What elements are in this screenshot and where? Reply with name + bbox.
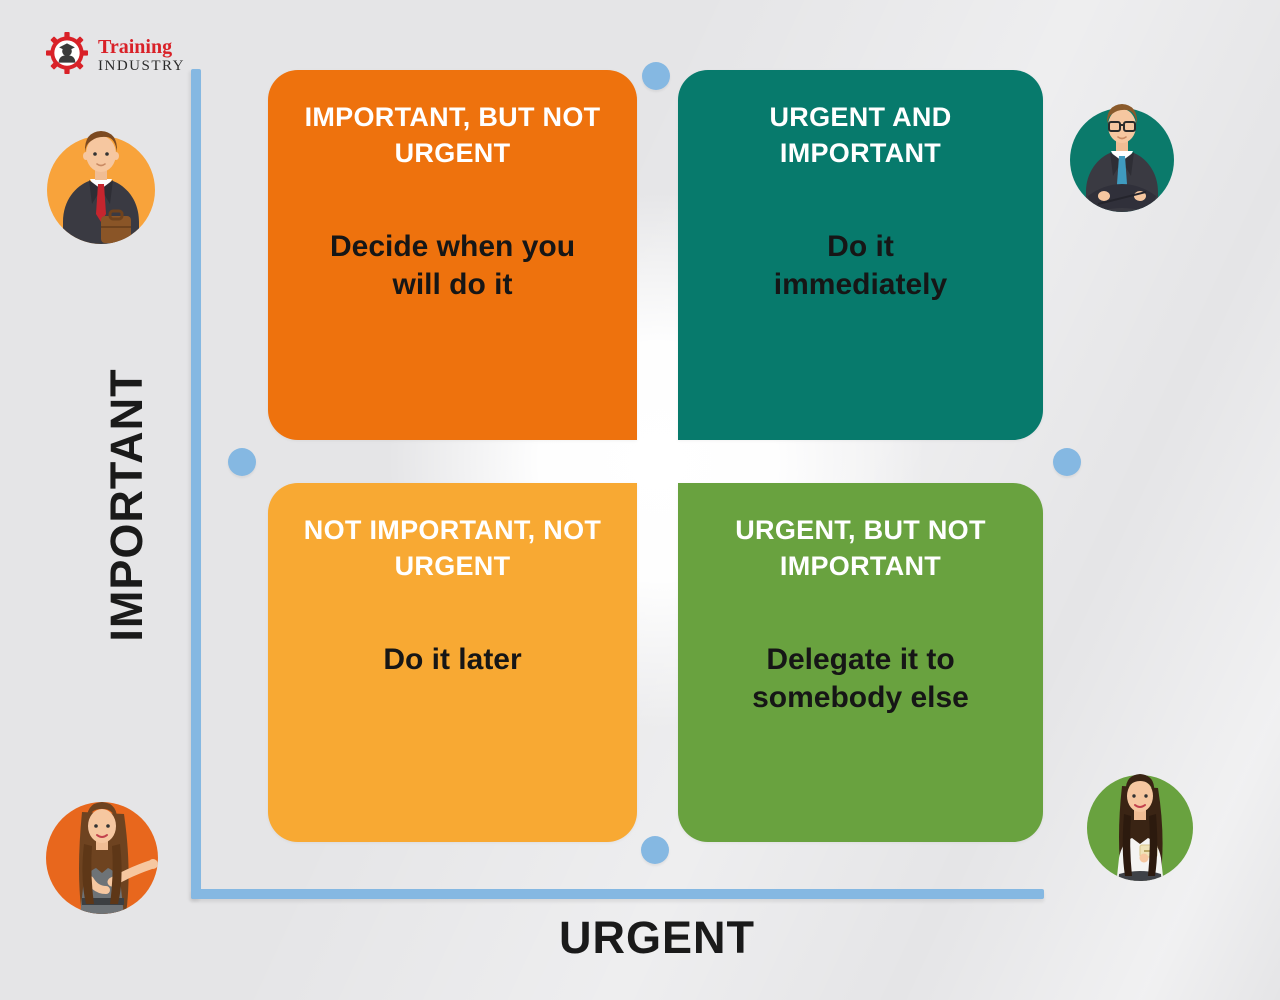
logo-brand-top: Training: [98, 36, 173, 58]
gear-person-icon: [46, 32, 88, 79]
quadrant-title: NOT IMPORTANT, NOT URGENT: [303, 515, 602, 581]
quadrant-important-not-urgent: IMPORTANT, BUT NOT URGENT Decide when yo…: [268, 70, 637, 440]
axis-dot-right: [1053, 448, 1081, 476]
quadrant-urgent-and-important: URGENT AND IMPORTANT Do it immediately: [678, 70, 1043, 440]
axis-dot-top: [642, 62, 670, 90]
x-axis-label: URGENT: [559, 912, 755, 963]
y-axis-line: [191, 69, 201, 899]
avatar-businessman-with-briefcase: [41, 116, 161, 248]
quadrant-action: Delegate it to somebody else: [752, 643, 969, 715]
y-axis-label: IMPORTANT: [101, 368, 152, 642]
axis-dot-left: [228, 448, 256, 476]
quadrant-not-important-not-urgent: NOT IMPORTANT, NOT URGENT Do it later: [268, 483, 637, 842]
quadrant-title: IMPORTANT, BUT NOT URGENT: [304, 102, 601, 168]
training-industry-logo: Training INDUSTRY: [46, 32, 185, 79]
logo-brand-bottom: INDUSTRY: [98, 58, 186, 74]
quadrant-title: URGENT AND IMPORTANT: [769, 102, 952, 168]
x-axis-line: [191, 889, 1044, 899]
logo-text: Training INDUSTRY: [98, 37, 185, 74]
avatar-woman-pointing: [40, 784, 172, 916]
quadrant-action: Do it immediately: [773, 230, 948, 302]
quadrant-action: Do it later: [383, 643, 522, 676]
quadrant-title: URGENT, BUT NOT IMPORTANT: [735, 515, 986, 581]
quadrant-action: Decide when you will do it: [329, 230, 576, 302]
axis-dot-bottom: [641, 836, 669, 864]
quadrant-urgent-not-important: URGENT, BUT NOT IMPORTANT Delegate it to…: [678, 483, 1043, 842]
avatar-businessman-glasses-crossed-arms: [1064, 92, 1180, 218]
avatar-woman-holding-card: [1080, 760, 1200, 886]
